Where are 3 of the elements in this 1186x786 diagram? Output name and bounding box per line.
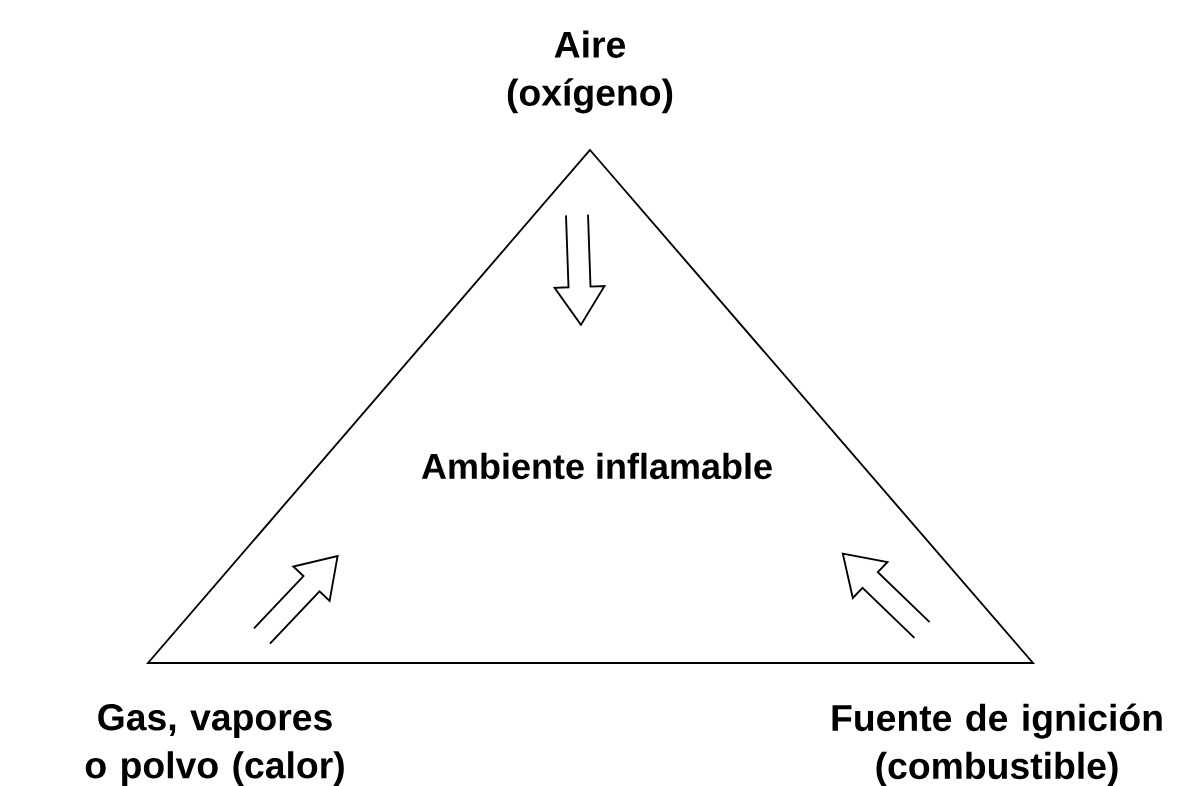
corner-label: Aire (oxígeno): [507, 30, 673, 114]
corner-label: Fuente de ignición (combustible): [832, 703, 1162, 786]
corner-label: Gas, vapores o polvo (calor): [85, 704, 344, 786]
